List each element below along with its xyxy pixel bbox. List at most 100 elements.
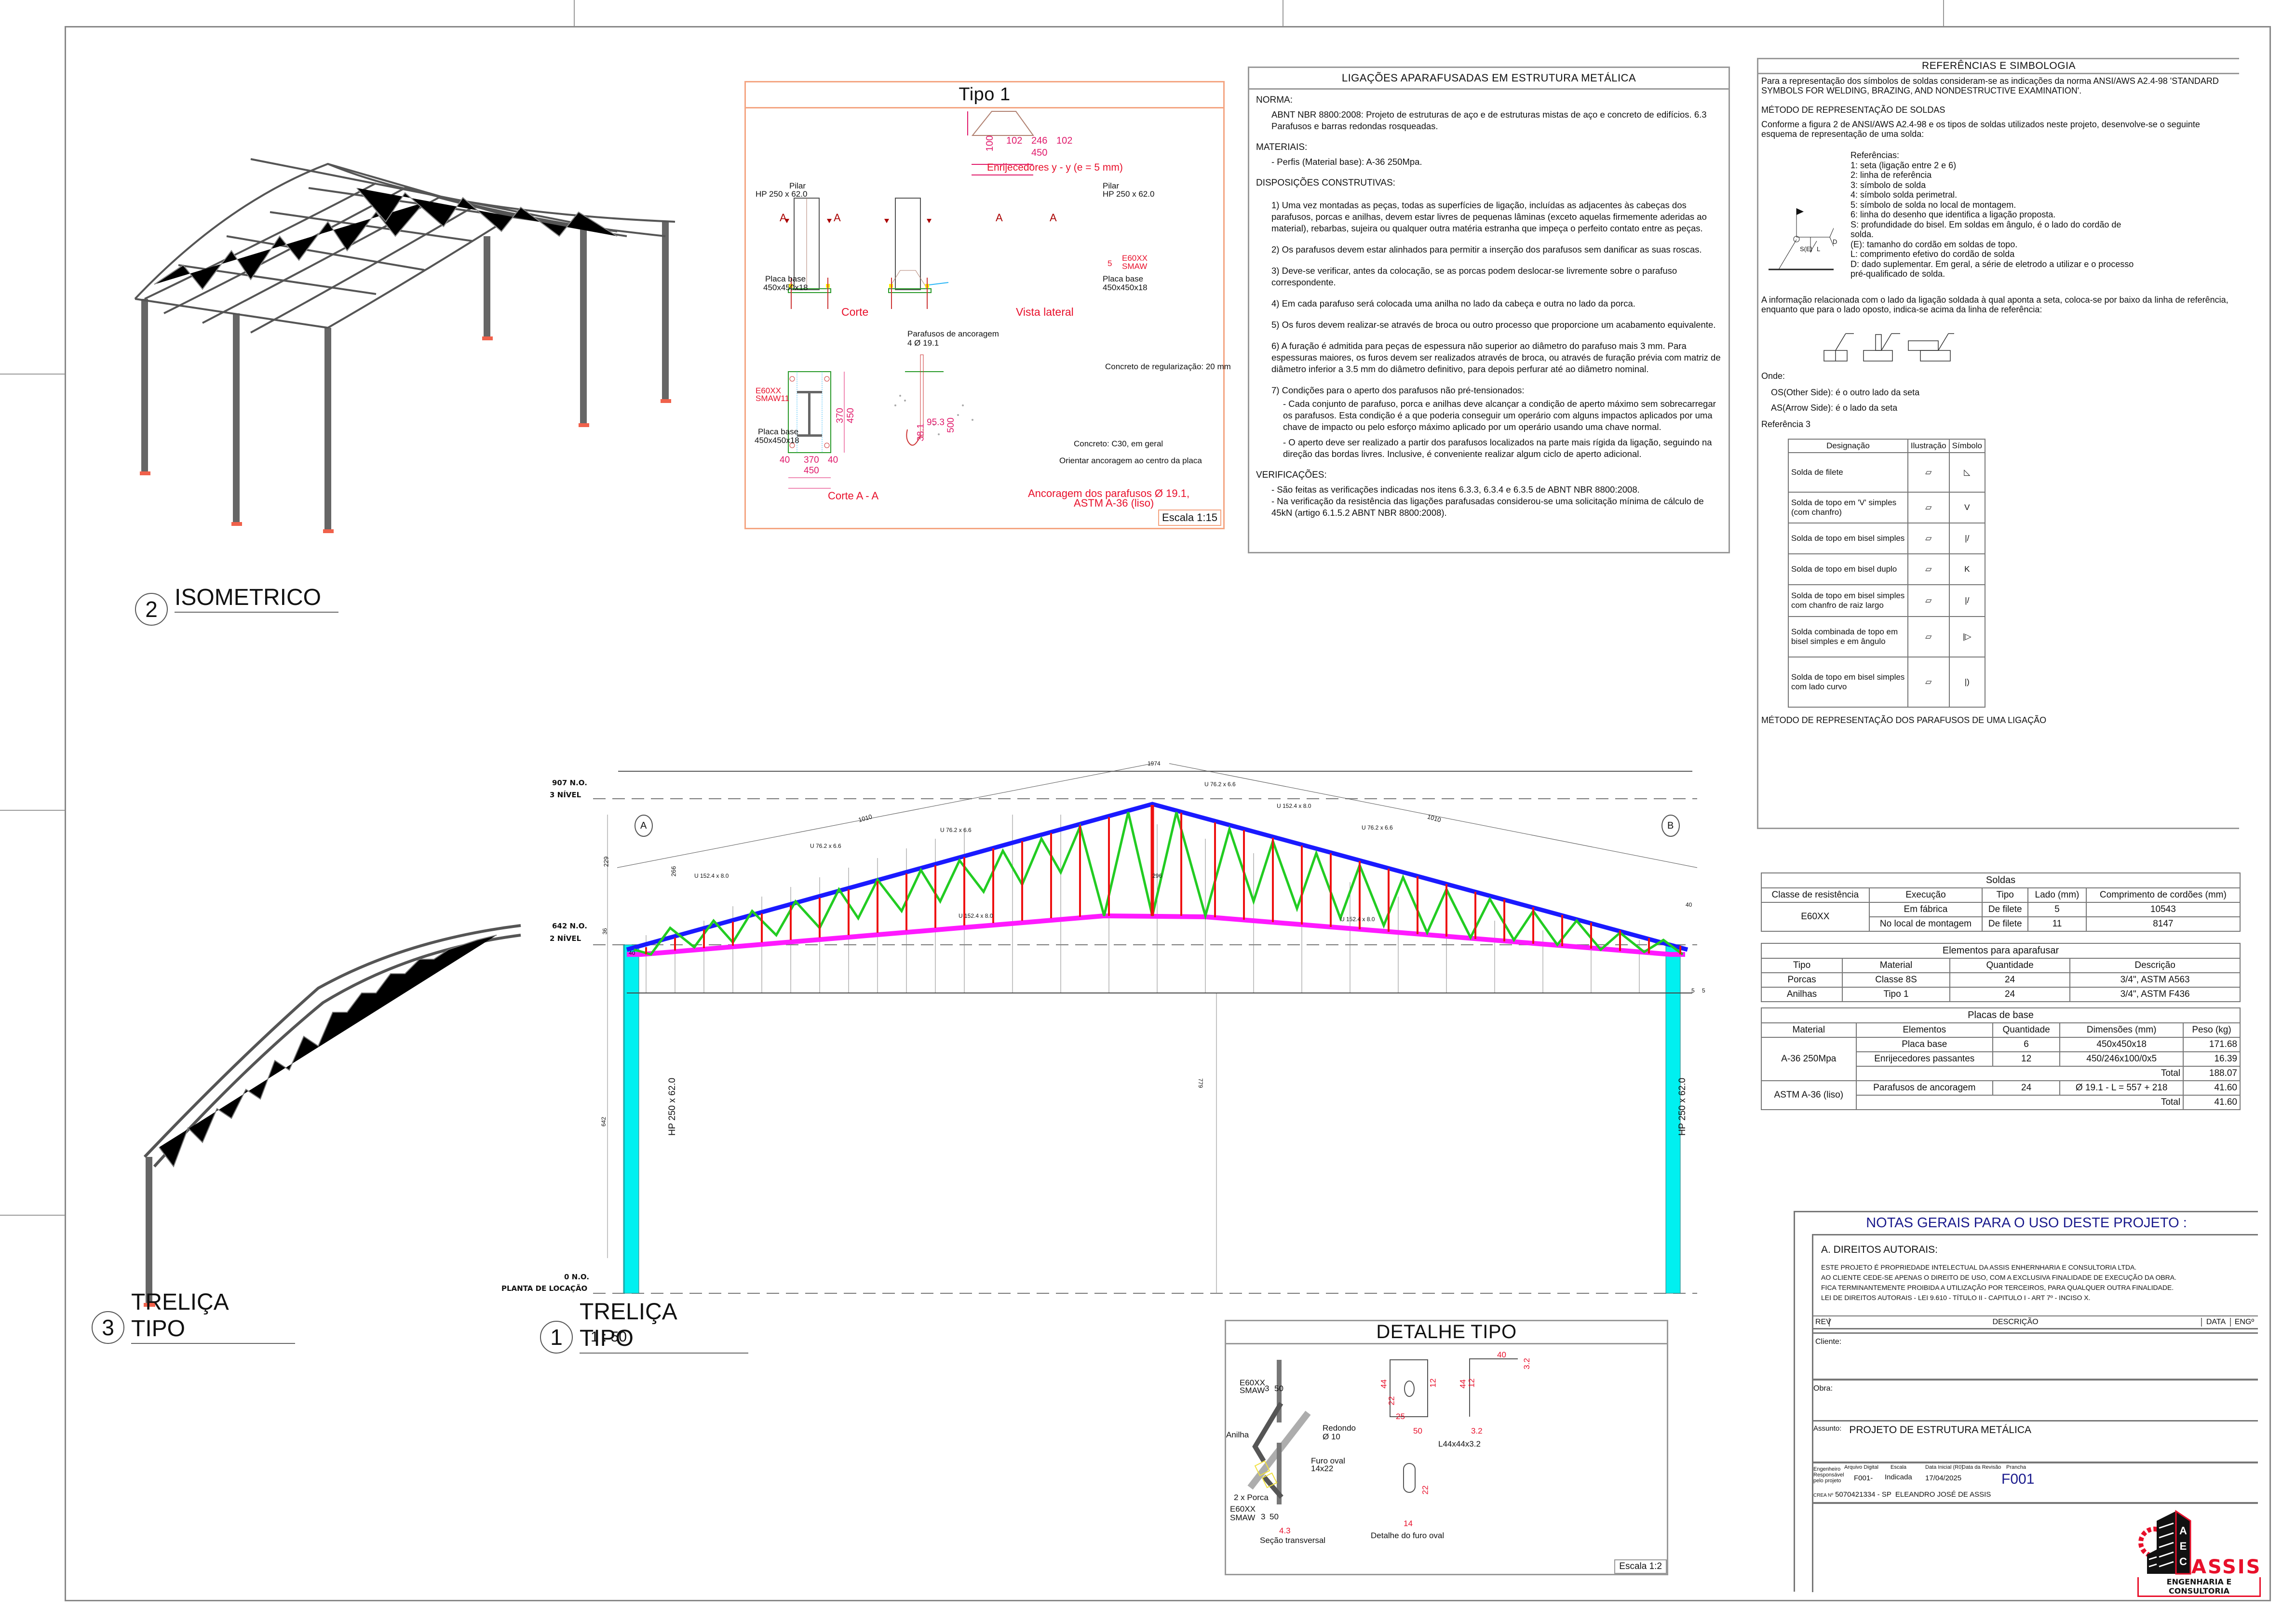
dim-642: 642 <box>600 1116 608 1127</box>
table-row: A-36 250Mpa Placa base 6 450x450x18 171.… <box>1761 1037 2241 1081</box>
col-header: Tipo <box>1982 887 2029 903</box>
aa-weld-electrode: E60XX <box>756 386 781 395</box>
enrijecedor-caption: Enrijecedores y - y (e = 5 mm) <box>987 162 1123 173</box>
table-row: Total 41.60 <box>1761 1095 2241 1110</box>
logo-name: ASSIS <box>2191 1556 2262 1578</box>
data-col: DATA <box>2202 1318 2231 1327</box>
corte-pilar-profile: HP 250 x 62.0 <box>756 189 808 199</box>
escala-label: Escala <box>1891 1464 1907 1470</box>
disposicao-item: 3) Deve-se verificar, antes da colocação… <box>1271 266 1677 287</box>
norma-heading: NORMA: <box>1256 95 1293 105</box>
dim-100: 100 <box>985 135 996 152</box>
classe: E60XX <box>1761 902 1870 932</box>
weld-illustration-icon: ▱ <box>1907 492 1950 523</box>
logo-letter: A <box>2179 1525 2187 1537</box>
col-header: Material <box>1842 958 1950 973</box>
ref-item: S: profundidade do bisel. Em soldas em â… <box>1850 219 2121 240</box>
profile-diagonal: U 76.2 x 6.6 <box>1362 824 1393 831</box>
truss-elevation-drawing <box>593 763 1698 1294</box>
anchor-dim-95: 95.3 <box>927 417 945 428</box>
table-row: Solda de topo em bisel simples com chanf… <box>1788 584 1986 617</box>
corte-aa-caption: Corte A - A <box>828 490 879 502</box>
weld-symbol: |▷ <box>1948 616 1986 657</box>
disposicao-subitem: - O aperto deve ser realizado a partir d… <box>1283 437 1712 459</box>
direitos-line: ESTE PROJETO É PROPRIEDADE INTELECTUAL D… <box>1821 1263 2137 1271</box>
aa-dim-370v: 370 <box>835 408 845 423</box>
lateral-pilar-label: Pilar <box>1103 181 1120 190</box>
table-row: Solda de topo em 'V' simples (com chanfr… <box>1788 492 1986 523</box>
metodo-text: Conforme a figura 2 de ANSI/AWS A2.4-98 … <box>1761 120 2200 139</box>
axis-b: B <box>1667 820 1674 831</box>
grid-mark <box>0 1215 65 1216</box>
tipo: Porcas <box>1760 972 1843 988</box>
col-header: Peso (kg) <box>2183 1022 2241 1038</box>
porca-label: 2 x Porca <box>1234 1493 1269 1502</box>
dim-40-right: 40 <box>1686 901 1692 908</box>
aa-placa-label: Placa base <box>758 427 799 436</box>
tipo1-panel: Tipo 1 100 102 246 <box>744 81 1231 529</box>
crea-value: 5070421334 - SP <box>1835 1490 1891 1499</box>
table-row: Solda de filete ▱ ◺ <box>1788 452 1986 493</box>
weld-top-electrode: E60XX <box>1240 1378 1265 1387</box>
refs-heading: Referências: <box>1850 150 1900 160</box>
comprimento: 10543 <box>2085 902 2241 917</box>
weld-bottom-process: SMAW <box>1230 1513 1256 1522</box>
descricao: 3/4", ASTM A563 <box>2069 972 2241 988</box>
parafusos-heading: MÉTODO DE REPRESENTAÇÃO DOS PARAFUSOS DE… <box>1761 715 2047 725</box>
dim-266: 266 <box>670 866 677 877</box>
designacao: Solda de topo em bisel duplo <box>1788 553 1908 585</box>
peso: 41.60 <box>2183 1080 2241 1096</box>
disposicao-item: 2) Os parafusos devem estar alinhados pa… <box>1271 244 1702 255</box>
arrow-side-diagrams <box>1823 333 1957 362</box>
corte-caption: Corte <box>841 306 869 318</box>
cliente-label: Cliente: <box>1815 1338 1842 1346</box>
detail-drawing <box>1247 1358 1518 1504</box>
elemento: Parafusos de ancoragem <box>1855 1080 1993 1096</box>
table-row: Solda de topo em bisel duplo ▱ K <box>1788 553 1986 585</box>
tipo: De filete <box>1982 902 2029 917</box>
peso: 16.39 <box>2183 1051 2241 1067</box>
furo-label-1: Furo oval <box>1311 1456 1345 1465</box>
aa-placa-dims: 450x450x18 <box>755 436 799 445</box>
prancha-value: F001 <box>2001 1471 2035 1487</box>
concreto-reg-label: Concreto de regularização: 20 mm <box>1105 362 1231 371</box>
dim-40-left: 40 <box>629 950 635 956</box>
profile-top-chord-left: U 152.4 x 8.0 <box>694 872 729 879</box>
verificacoes-heading: VERIFICAÇÕES: <box>1256 470 1327 480</box>
table-title: Placas de base <box>1761 1007 2241 1023</box>
oval-caption: Detalhe do furo oval <box>1371 1531 1445 1540</box>
dim-5b: 5 <box>1702 987 1705 994</box>
tipo: Anilhas <box>1760 987 1843 1002</box>
disposicao-item: 1) Uma vez montadas as peças, todas as s… <box>1271 200 1707 233</box>
eng-label: Engenheiro Responsável pelo projeto <box>1813 1466 1844 1484</box>
direitos-line: AO CLIENTE CEDE-SE APENAS O DIREITO DE U… <box>1821 1274 2177 1281</box>
dimensoes: 450/246x100/0x5 <box>2059 1051 2184 1067</box>
arquivo-label: Arquivo Digital <box>1844 1464 1878 1470</box>
col-header: Descrição <box>2069 958 2241 973</box>
angle-dim-44: 44 <box>1379 1379 1389 1389</box>
direitos-heading: A. DIREITOS AUTORAIS: <box>1821 1244 1938 1255</box>
ref-item: D: dado suplementar. Em geral, a série d… <box>1850 259 2134 279</box>
engineer-name: ELEANDRO JOSÉ DE ASSIS <box>1895 1490 1991 1499</box>
ref-item: 2: linha de referência <box>1850 170 1932 180</box>
direitos-line: FICA TERMINANTEMENTE PROIBIDA A UTILIZAÇ… <box>1821 1284 2174 1291</box>
total-label: Total <box>1855 1095 2184 1110</box>
data-inicial-value: 17/04/2025 <box>1925 1474 1962 1482</box>
anchor-caption-2: ASTM A-36 (liso) <box>1074 497 1154 509</box>
obra-field: Obra: <box>1813 1379 2258 1420</box>
assunto-field: Assunto: PROJETO DE ESTRUTURA METÁLICA <box>1813 1420 2258 1462</box>
ref-item: 6: linha do desenho que identifica a lig… <box>1850 210 2056 219</box>
tipo1-title: Tipo 1 <box>746 82 1223 108</box>
prancha-label: Prancha <box>2006 1464 2026 1470</box>
onde-as: AS(Arrow Side): é o lado da seta <box>1771 403 1898 413</box>
ref-item: 1: seta (ligação entre 2 e 6) <box>1850 160 1957 170</box>
view-number: 2 <box>135 593 168 626</box>
notes-header: NOTAS GERAIS PARA O USO DESTE PROJETO : <box>1795 1211 2258 1234</box>
dim-779: 779 <box>1197 1078 1204 1088</box>
weld-symbol: |/ <box>1948 523 1986 554</box>
angle-side-44: 44 <box>1458 1379 1468 1389</box>
anilha-label: Anilha <box>1226 1430 1249 1439</box>
soldas-table: Soldas Classe de resistência Execução Ti… <box>1761 872 2241 932</box>
anchor-dim-38: 38.1 <box>916 423 926 442</box>
designacao: Solda de topo em bisel simples com chanf… <box>1788 584 1908 617</box>
